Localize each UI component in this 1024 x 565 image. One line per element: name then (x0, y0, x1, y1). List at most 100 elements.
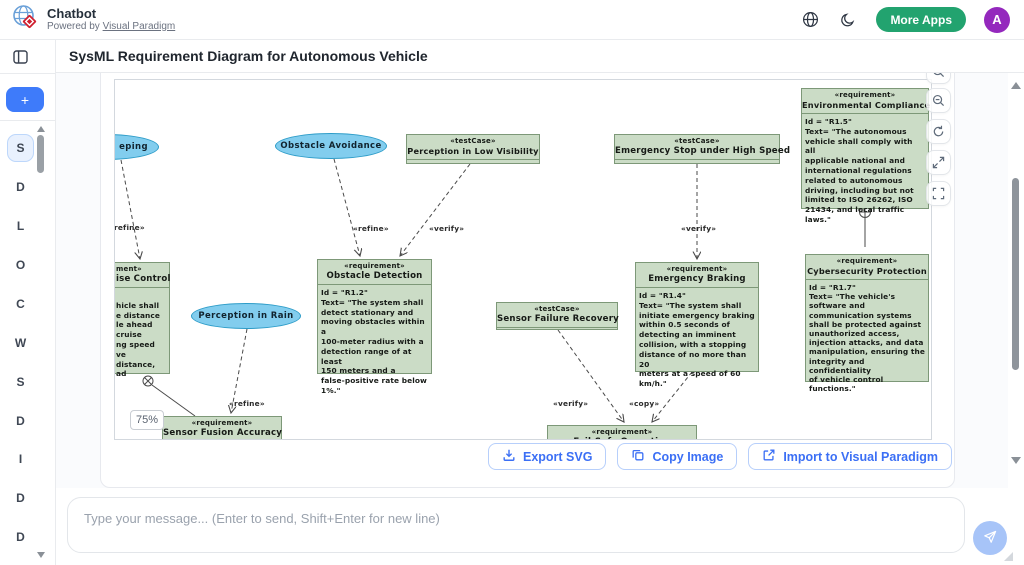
testcase-box-perception-low-visibility: «testCase» Perception in Low Visibility (406, 134, 540, 164)
requirement-name: Fail-Safe Operation (548, 437, 696, 439)
sidebar-item-7[interactable]: D (16, 414, 25, 428)
requirement-name: Obstacle Detection (326, 271, 423, 281)
oval-label: Perception in Rain (198, 311, 294, 321)
edge-label-verify: «verify» (553, 399, 589, 408)
page-scroll-down-icon[interactable] (1011, 457, 1021, 464)
header-actions: More Apps A (800, 6, 1024, 33)
message-actions-row: Export SVG Copy Image (101, 443, 956, 470)
resize-grip[interactable] (1004, 552, 1013, 561)
canvas-reset-view-button[interactable] (926, 119, 951, 144)
edge-label-refine: «refine» (114, 223, 145, 232)
conversation-sidebar: + S D L O C W S D I D D (0, 40, 56, 565)
requirement-box-environmental-compliance: «requirement» Environmental Compliance I… (801, 88, 931, 224)
requirement-name: Sensor Fusion Accuracy (163, 428, 283, 438)
requirement-body: Id = "R1.5" Text= "The autonomous vehicl… (802, 113, 928, 228)
requirement-box-cruise-control-clipped: ment» ise Control hicle shall e distance… (115, 262, 171, 378)
requirement-box-cybersecurity-protection: «requirement» Cybersecurity Protection I… (805, 254, 929, 393)
sidebar-item-8[interactable]: I (18, 452, 23, 466)
stereotype-label: «requirement» (834, 91, 896, 99)
copy-icon (631, 448, 645, 465)
sidebar-item-4[interactable]: C (16, 297, 25, 311)
export-svg-label: Export SVG (523, 449, 593, 464)
requirement-name: Cybersecurity Protection (807, 266, 927, 276)
oval-label: Obstacle Avoidance (280, 141, 382, 151)
sidebar-item-9[interactable]: D (16, 491, 25, 505)
stereotype-label: «requirement» (666, 265, 728, 273)
assistant-message-card: eping Obstacle Avoidance Perception in R… (100, 73, 955, 488)
requirement-body: hicle shall e distance le ahead cruise n… (115, 287, 169, 382)
top-header: Chatbot Powered by Visual Paradigm More … (0, 0, 1024, 40)
testcase-box-sensor-failure-recovery: «testCase» Sensor Failure Recovery (496, 302, 619, 333)
requirement-body: Id = "R1.2" Text= "The system shall dete… (318, 284, 431, 399)
sidebar-item-5[interactable]: W (14, 336, 27, 350)
stereotype-label: ment» (116, 265, 142, 273)
edge-label-verify: «verify» (429, 224, 465, 233)
testcase-name: Emergency Stop under High Speed (615, 146, 791, 156)
powered-by: Powered by Visual Paradigm (47, 21, 175, 33)
oval-label: eping (119, 142, 148, 152)
canvas-fit-screen-button[interactable] (926, 150, 951, 175)
edge-label-verify: «verify» (681, 224, 717, 233)
stereotype-label: «requirement» (191, 419, 253, 427)
requirement-name: Emergency Braking (648, 274, 746, 284)
more-apps-button[interactable]: More Apps (876, 7, 966, 32)
download-icon (502, 448, 516, 465)
stereotype-label: «requirement» (836, 257, 898, 265)
requirement-name: Environmental Compliance (802, 100, 931, 110)
empty-compartment (497, 327, 617, 333)
stereotype-label: «testCase» (534, 305, 580, 313)
dark-mode-moon-icon[interactable] (838, 10, 858, 30)
requirement-box-fail-safe-operation: «requirement» Fail-Safe Operation (547, 425, 697, 439)
page-scroll-up-icon[interactable] (1011, 82, 1021, 89)
brand-text: Chatbot Powered by Visual Paradigm (47, 5, 175, 33)
requirement-box-obstacle-detection: «requirement» Obstacle Detection Id = "R… (317, 259, 432, 395)
canvas-zoom-out-button[interactable] (926, 88, 951, 113)
import-vp-label: Import to Visual Paradigm (783, 449, 938, 464)
sidebar-item-1[interactable]: D (16, 180, 25, 194)
sidebar-item-3[interactable]: O (15, 258, 26, 272)
usecase-oval-obstacle-avoidance: Obstacle Avoidance (275, 133, 387, 159)
user-avatar[interactable]: A (984, 6, 1010, 33)
testcase-name: Perception in Low Visibility (407, 146, 539, 156)
sidebar-scrollbar-thumb[interactable] (37, 135, 44, 173)
sidebar-item-6[interactable]: S (16, 375, 25, 389)
message-input[interactable] (67, 497, 965, 553)
page-scrollbar-thumb[interactable] (1012, 178, 1019, 370)
diagram-edges (120, 158, 871, 440)
empty-compartment (615, 159, 779, 165)
language-globe-icon[interactable] (800, 10, 820, 30)
canvas-fullscreen-button[interactable] (926, 181, 951, 206)
diagram-canvas[interactable]: eping Obstacle Avoidance Perception in R… (114, 79, 932, 440)
sidebar-toggle-icon[interactable] (13, 50, 28, 69)
sidebar-item-0[interactable]: S (7, 134, 34, 162)
chat-message-area: eping Obstacle Avoidance Perception in R… (56, 73, 1008, 488)
edge-label-copy: «copy» (629, 399, 660, 408)
zoom-level-badge: 75% (130, 410, 164, 430)
sidebar-scroll-down-icon[interactable] (37, 552, 45, 558)
empty-compartment (407, 159, 539, 165)
export-svg-button[interactable]: Export SVG (488, 443, 607, 470)
copy-image-button[interactable]: Copy Image (617, 443, 738, 470)
app-title: Chatbot (47, 5, 97, 21)
new-chat-button[interactable]: + (6, 87, 44, 112)
sidebar-item-10[interactable]: D (16, 530, 25, 544)
requirement-body: Id = "R1.4" Text= "The system shall init… (636, 287, 758, 392)
app-logo-icon (12, 4, 39, 36)
stereotype-label: «testCase» (450, 137, 496, 145)
requirement-name: ise Control (116, 274, 171, 284)
page-header: SysML Requirement Diagram for Autonomous… (56, 40, 1024, 73)
visual-paradigm-link[interactable]: Visual Paradigm (102, 20, 176, 32)
stereotype-label: «testCase» (674, 137, 720, 145)
sidebar-item-2[interactable]: L (16, 219, 25, 233)
send-button[interactable] (973, 521, 1007, 555)
sidebar-scroll-up-icon[interactable] (37, 126, 45, 132)
edge-label-refine: «refine» (353, 224, 389, 233)
import-to-visual-paradigm-button[interactable]: Import to Visual Paradigm (748, 443, 952, 470)
page-title: SysML Requirement Diagram for Autonomous… (69, 48, 428, 64)
testcase-box-emergency-stop: «testCase» Emergency Stop under High Spe… (614, 134, 791, 165)
send-plane-icon (982, 529, 998, 548)
canvas-zoom-in-button[interactable] (926, 73, 951, 84)
edge-label-refine: «refine» (229, 399, 265, 408)
copy-image-label: Copy Image (652, 449, 724, 464)
